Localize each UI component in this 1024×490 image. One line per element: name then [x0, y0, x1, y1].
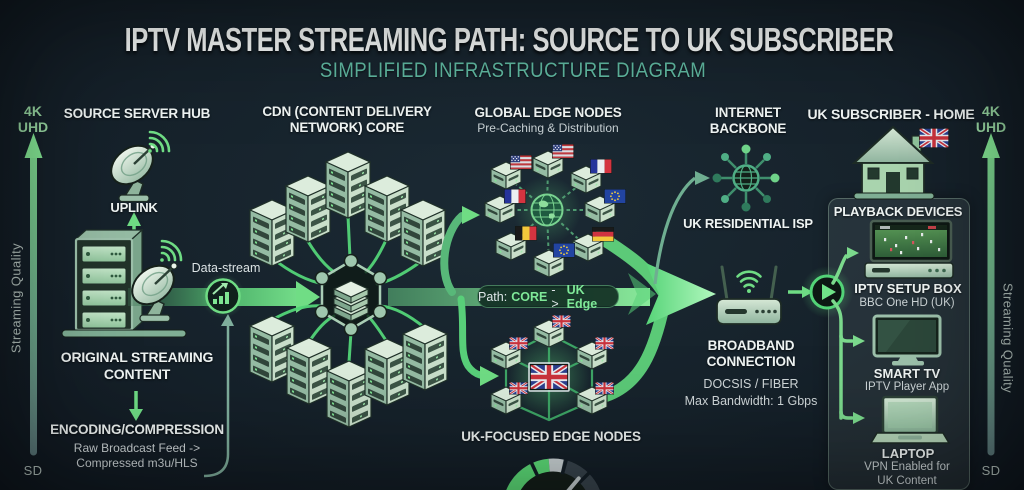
page-subtitle: SIMPLIFIED INFRASTRUCTURE DIAGRAM — [319, 59, 707, 83]
device-name-setupbox: IPTV SETUP BOX — [854, 281, 962, 296]
wifi-signal-icon — [158, 239, 183, 264]
device-detail-setupbox: BBC One HD (UK) — [859, 297, 955, 309]
branch-to-global-arrow — [440, 206, 480, 296]
downlink-dish-icon — [123, 239, 183, 323]
flag-uk-icon — [595, 337, 614, 350]
device-name-smarttv: SMART TV — [873, 366, 941, 381]
router-to-play-arrow — [788, 286, 813, 298]
server-rack-icon — [61, 228, 187, 338]
uk-return-band — [600, 299, 670, 402]
wifi-signal-icon — [146, 130, 171, 155]
merge-chevron — [628, 273, 656, 315]
global-edge-title: GLOBAL EDGE NODES — [474, 105, 622, 120]
flag-uk-icon — [595, 382, 614, 395]
uk-edge-cluster — [490, 315, 614, 422]
broadband-tech: DOCSIS / FIBER — [703, 377, 799, 391]
global-edge-node-boxes — [484, 150, 616, 278]
flag-france-icon — [590, 159, 612, 174]
quality-top-left-2: UHD — [17, 119, 49, 135]
merged-arrowhead — [646, 263, 716, 325]
home-title: UK SUBSCRIBER - HOME — [807, 106, 975, 122]
quality-axis-left: Streaming Quality — [8, 242, 24, 354]
flag-us-icon — [552, 144, 574, 159]
global-edge-cluster — [484, 144, 626, 278]
quality-axis-right: Streaming Quality — [1000, 282, 1016, 394]
datastream-chart-icon — [201, 274, 245, 318]
speed-gauge-icon — [506, 458, 600, 490]
flag-uk-icon — [509, 337, 528, 350]
isp-label: UK RESIDENTIAL ISP — [683, 216, 813, 231]
encoding-detail: Raw Broadcast Feed -> Compressed m3u/HLS — [73, 441, 201, 470]
global-edge-flags — [504, 144, 626, 258]
datastream-label: Data-stream — [191, 261, 261, 275]
quality-top-left: 4K — [24, 103, 42, 119]
global-edge-subtitle: Pre-Caching & Distribution — [477, 121, 619, 135]
backbone-hub-icon — [712, 144, 780, 212]
router-icon — [716, 265, 782, 325]
cdn-hexagon-icon — [314, 253, 388, 337]
quality-top-right-2: UHD — [975, 119, 1007, 135]
path-prefix: Path: — [478, 289, 508, 304]
branch-to-uk-arrow — [457, 295, 499, 386]
original-content-label: ORIGINAL STREAMING CONTENT — [60, 349, 214, 382]
flag-belgium-icon — [515, 226, 537, 241]
uplink-label: UPLINK — [110, 200, 158, 215]
flag-us-icon — [510, 155, 532, 170]
quality-scale-left-arrow — [24, 133, 43, 456]
broadband-title: BROADBAND CONNECTION — [706, 338, 796, 369]
flag-france-icon — [504, 189, 526, 204]
panel-title: PLAYBACK DEVICES — [833, 204, 963, 219]
uk-center-flag-icon — [528, 362, 570, 392]
content-down-arrow — [129, 391, 143, 421]
flag-eu-icon — [553, 243, 575, 258]
device-detail-smarttv: IPTV Player App — [864, 381, 950, 393]
device-detail-laptop: VPN Enabled for UK Content — [864, 461, 950, 487]
quality-scale-right-arrow — [982, 133, 1000, 456]
flag-uk-icon — [509, 382, 528, 395]
cdn-title: CDN (CONTENT DELIVERY NETWORK) CORE — [262, 104, 432, 135]
uk-edge-flags — [509, 315, 614, 395]
cdn-server-towers — [249, 151, 448, 428]
wifi-signal-icon — [736, 270, 762, 288]
globe-icon — [530, 193, 564, 227]
flag-eu-icon — [604, 189, 626, 204]
path-arrow: -> — [551, 282, 559, 311]
quality-top-right: 4K — [982, 103, 1000, 119]
flag-uk-icon — [552, 315, 571, 328]
cdn-connector-lines — [270, 214, 427, 364]
broadband-bandwidth: Max Bandwidth: 1 Gbps — [684, 394, 818, 408]
path-label: Path: CORE -> UK Edge — [477, 282, 619, 311]
backbone-title: INTERNET BACKBONE — [709, 105, 787, 136]
house-icon — [851, 125, 935, 200]
uk-edge-node-boxes — [490, 319, 608, 415]
quality-bottom-left: SD — [23, 463, 43, 478]
source-flow-arrow — [128, 281, 320, 313]
uplink-dish-icon — [102, 130, 171, 203]
flag-germany-icon — [592, 227, 614, 242]
flag-uk-icon — [919, 128, 949, 148]
source-hub-title: SOURCE SERVER HUB — [63, 106, 211, 121]
quality-bottom-right: SD — [981, 463, 1001, 478]
path-to: UK Edge — [566, 282, 598, 311]
device-name-laptop: LAPTOP — [881, 446, 935, 461]
page-title: IPTV MASTER STREAMING PATH: SOURCE TO UK… — [124, 22, 894, 59]
encoding-label: ENCODING/COMPRESSION — [50, 422, 224, 437]
path-from: CORE — [511, 289, 548, 304]
uk-edge-title: UK-FOCUSED EDGE NODES — [461, 429, 641, 444]
